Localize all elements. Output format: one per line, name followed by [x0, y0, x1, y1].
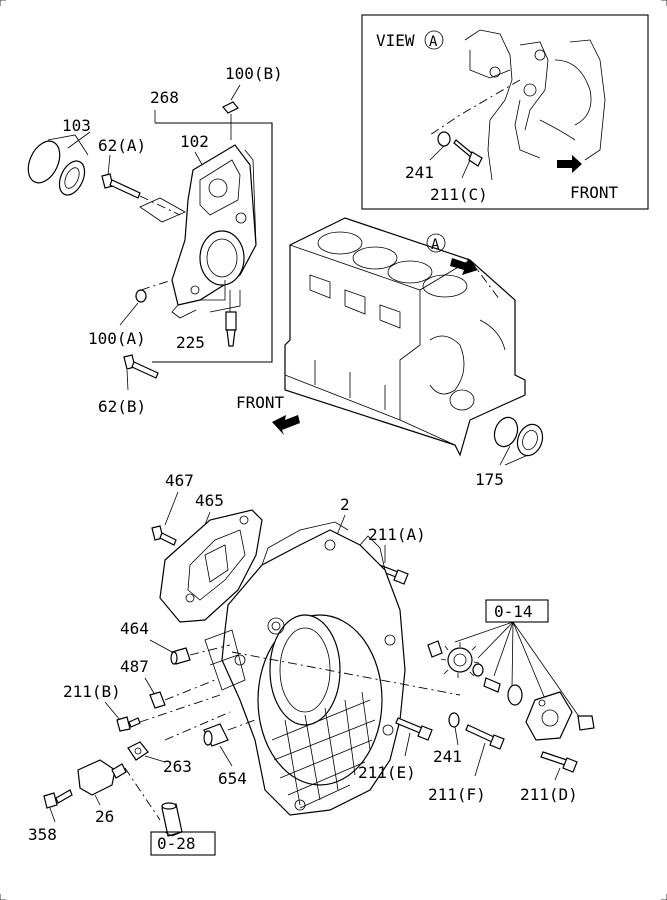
housing-honeycomb-ribs: [271, 691, 376, 809]
sensor-26: [77, 759, 127, 796]
callout-225: 225: [176, 333, 205, 352]
ref-028: 0-28: [157, 834, 196, 853]
callout-263: 263: [163, 757, 192, 776]
seal-103-inner: [58, 160, 86, 196]
inset-front-arrow-icon: [557, 155, 582, 173]
callout-211d: 211(D): [520, 785, 578, 804]
inset-washer-241: [437, 131, 451, 147]
callout-241: 241: [433, 747, 462, 766]
seal-175-outer: [493, 416, 519, 448]
bolt-211b: [116, 716, 141, 732]
inset-frame: [361, 14, 649, 210]
callout-268: 268: [150, 88, 179, 107]
inset-view-circle: [424, 30, 444, 50]
callout-62b: 62(B): [98, 397, 146, 416]
callout-103: 103: [62, 116, 91, 135]
callout-175: 175: [475, 470, 504, 489]
bolt-467: [151, 525, 177, 546]
callout-358: 358: [28, 825, 57, 844]
callout-487: 487: [120, 657, 149, 676]
dowel-464: [170, 647, 191, 665]
inset-view-letter: A: [429, 34, 438, 50]
callout-102: 102: [180, 132, 209, 151]
callout-211f: 211(F): [428, 785, 486, 804]
callout-211a: 211(A): [368, 525, 426, 544]
callout-211e: 211(E): [358, 763, 416, 782]
block-view-marker-letter: A: [431, 237, 440, 253]
callout-467: 467: [165, 471, 194, 490]
front-plate-102: [171, 144, 257, 319]
seal-103-outer: [27, 140, 61, 184]
callout-26: 26: [95, 807, 114, 826]
inset-front-label: FRONT: [570, 183, 619, 202]
flywheel-housing-2: [204, 521, 406, 816]
callout-100a: 100(A): [88, 329, 146, 348]
inset-engine-detail: [429, 29, 606, 181]
bolt-62b: [123, 354, 159, 379]
view-a-inset: VIEW A 241 211(C) FRONT: [361, 14, 649, 210]
bolt-211d: [540, 751, 578, 773]
plate-frame: [152, 122, 273, 363]
o-ring-100a: [135, 289, 147, 303]
inset-view-label: VIEW: [376, 31, 415, 50]
gasket-100b: [222, 101, 239, 114]
callout-465: 465: [195, 491, 224, 510]
harness-connector-028: [161, 802, 183, 837]
callout-654: 654: [218, 769, 247, 788]
callout-211c: 211(C): [430, 185, 488, 204]
dowel-654: [203, 723, 229, 747]
oil-pump-gear-set: [427, 640, 595, 741]
sensor-225: [225, 311, 237, 347]
ref-014-leader-lines: [454, 621, 581, 719]
callout-211b: 211(B): [63, 682, 121, 701]
ref-box-028: [150, 831, 216, 856]
washer-241: [448, 712, 460, 728]
callout-2: 2: [340, 495, 350, 514]
front-plate-assembly: 268 100(B) 103 62(A) 102: [27, 64, 283, 416]
inset-bolt-211c: [453, 139, 483, 167]
cover-465: [159, 509, 263, 623]
block-front-arrow-icon: [272, 415, 300, 435]
bolt-211f: [465, 724, 505, 750]
plug-487: [149, 691, 166, 709]
block-view-arrow-icon: [450, 258, 478, 275]
bolt-62a: [101, 173, 141, 199]
block-front-label: FRONT: [236, 393, 285, 412]
bolt-358: [43, 789, 73, 809]
block-view-marker-circle: [426, 233, 446, 253]
flywheel-housing-assembly: 467 465 2 211(A): [28, 471, 595, 856]
callout-241-inset: 241: [405, 163, 434, 182]
callout-62a: 62(A): [98, 136, 146, 155]
callout-100b: 100(B): [225, 64, 283, 83]
seal-175-inner: [516, 423, 544, 457]
ref-box-014: [485, 599, 549, 623]
gasket-263: [127, 741, 149, 761]
callout-464: 464: [120, 619, 149, 638]
bolt-211e: [395, 717, 433, 741]
ref-014: 0-14: [494, 602, 533, 621]
engine-block: A: [284, 217, 526, 457]
